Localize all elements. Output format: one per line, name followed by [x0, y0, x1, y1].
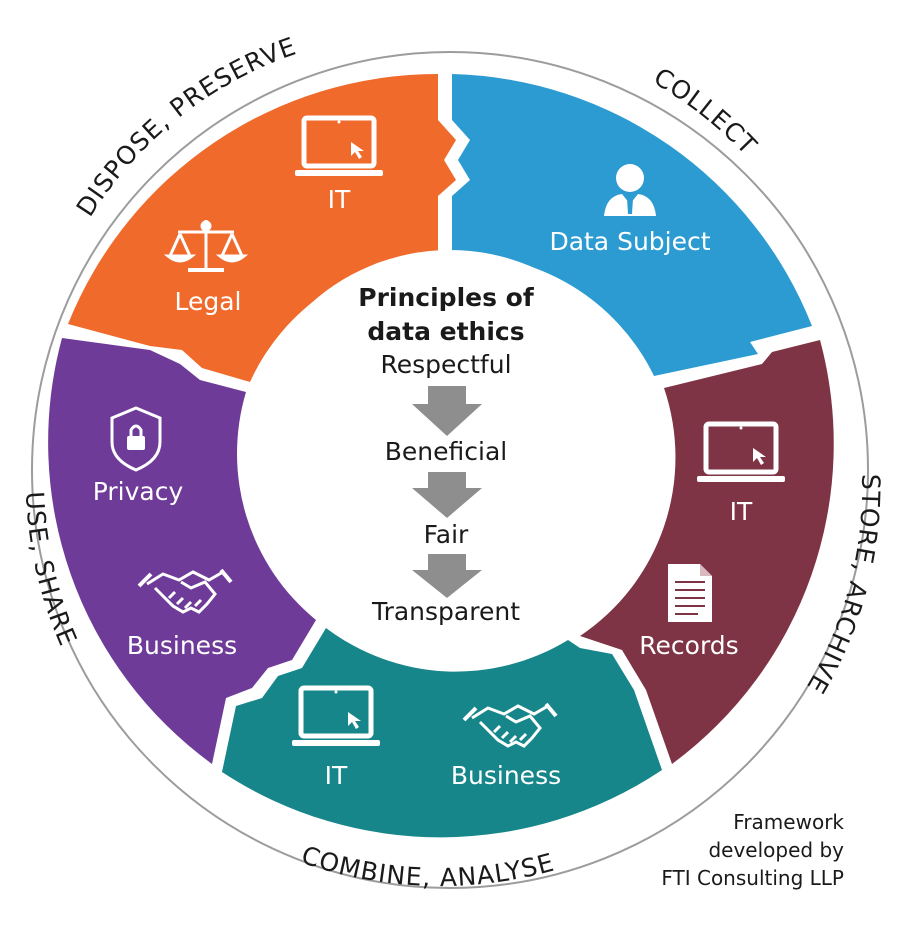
principle-beneficial: Beneficial [385, 437, 507, 466]
scales-icon [163, 220, 249, 272]
outer-ring [31, 51, 869, 889]
combine-item-it: IT [325, 761, 348, 790]
shield-lock-icon [110, 406, 162, 472]
credit-line: Framework [733, 810, 844, 834]
combine-item-business: Business [451, 761, 561, 790]
use-item-privacy: Privacy [93, 477, 184, 506]
person-icon [604, 164, 656, 216]
down-arrow-icon [412, 554, 482, 598]
segment-combine-analyse [222, 628, 662, 838]
credit-line: FTI Consulting LLP [661, 866, 844, 890]
segment-store-archive [580, 340, 834, 764]
segment-use-share [48, 338, 316, 764]
down-arrow-icon [412, 472, 482, 518]
store-item-records: Records [639, 631, 738, 660]
use-item-business: Business [127, 631, 237, 660]
document-icon [668, 564, 712, 622]
dispose-item-it: IT [328, 185, 351, 214]
segment-collect [452, 74, 812, 376]
store-item-it: IT [730, 497, 753, 526]
principle-fair: Fair [424, 520, 469, 549]
down-arrow-icon [412, 386, 482, 436]
credit-line: developed by [708, 838, 844, 862]
center-title-line2: data ethics [367, 317, 524, 346]
center-title-line1: Principles of [358, 283, 535, 312]
credit-note: Framework developed by FTI Consulting LL… [584, 808, 844, 892]
principle-transparent: Transparent [371, 597, 520, 626]
stage-label-combine-analyse: COMBINE, ANALYSE [298, 840, 557, 892]
principle-respectful: Respectful [380, 350, 511, 379]
collect-item-data-subject: Data Subject [549, 227, 710, 256]
dispose-item-legal: Legal [174, 287, 241, 316]
center-circle [242, 250, 658, 666]
